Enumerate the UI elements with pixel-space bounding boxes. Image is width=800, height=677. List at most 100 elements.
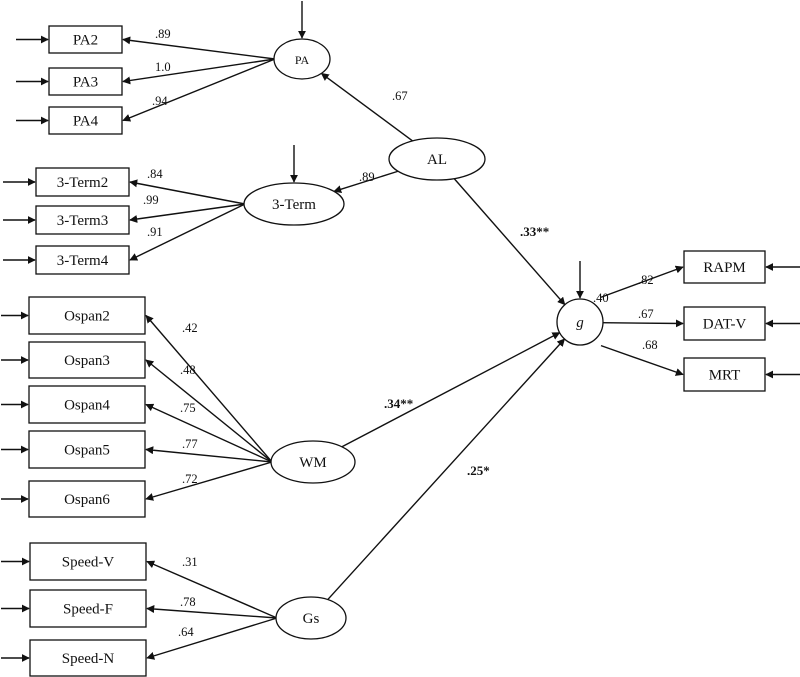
indicator-pa2: PA2 (48, 25, 123, 54)
indicator-label: Speed-F (63, 602, 113, 618)
indicator-mrt: MRT (683, 357, 766, 392)
indicator-box (29, 589, 147, 628)
indicator-box (35, 205, 130, 235)
indicator-label: Ospan6 (64, 492, 110, 508)
factor-label: 3-Term (272, 197, 316, 213)
indicator-label: 3-Term4 (57, 253, 109, 269)
path-wm-to-g (341, 332, 561, 448)
path-value-al-to-pa: .67 (392, 89, 408, 103)
indicator-label: 3-Term3 (57, 213, 108, 229)
path-al-to-3term (333, 170, 399, 194)
loading-arrow-3-term4 (129, 203, 246, 261)
loading-value-mrt: .68 (642, 338, 658, 352)
path-value-al-to-3term: .89 (359, 170, 375, 184)
loading-arrow-ospan5 (145, 446, 273, 463)
loading-value-pa2: .89 (155, 27, 171, 41)
loading-value-speed-v: .31 (182, 555, 198, 569)
path-value-al-to-g: .33** (520, 224, 549, 239)
indicator-label: Ospan4 (64, 398, 110, 414)
indicator-box (35, 167, 130, 197)
loading-arrow-rapm (600, 265, 684, 298)
loading-value-speed-n: .64 (178, 625, 194, 639)
indicator-box (28, 430, 146, 469)
loading-value-ospan2: .42 (182, 321, 198, 335)
loading-arrow-mrt (600, 344, 684, 376)
indicator-box (28, 385, 146, 424)
loading-value-ospan6: .72 (182, 472, 198, 486)
indicator-label: Ospan3 (64, 353, 110, 369)
factor-ellipse (556, 298, 604, 346)
loading-arrow-ospan6 (145, 461, 273, 501)
indicator-label: RAPM (703, 260, 746, 276)
loading-arrow-pa3 (122, 58, 276, 85)
indicator-speed-f: Speed-F (29, 589, 147, 628)
indicator-3-term3: 3-Term3 (35, 205, 130, 235)
loading-value-ospan3: .48 (180, 363, 196, 377)
indicator-label: PA3 (73, 75, 98, 91)
latent-factor-g: g (556, 298, 604, 346)
loading-value-3-term3: .99 (143, 193, 159, 207)
path-value-wm-to-g: .34** (384, 396, 413, 411)
indicator-box (35, 245, 130, 275)
loading-value-3-term2: .84 (147, 167, 163, 181)
factor-ellipse (243, 182, 345, 226)
latent-factor-al: AL (388, 137, 486, 181)
indicator-box (683, 357, 766, 392)
loading-arrow-speed-v (146, 560, 278, 619)
loading-value-ospan5: .77 (182, 437, 198, 451)
indicator-dat-v: DAT-V (683, 306, 766, 341)
indicator-box (28, 480, 146, 518)
factor-label: AL (427, 152, 447, 168)
indicator-box (29, 542, 147, 581)
indicator-label: 3-Term2 (57, 175, 108, 191)
indicator-box (28, 341, 146, 379)
loading-arrow-ospan3 (145, 359, 273, 463)
path-gs-to-g (327, 338, 566, 601)
latent-factor-pa: PA (273, 38, 331, 80)
loading-arrow-ospan4 (145, 403, 273, 463)
indicator-box (48, 67, 123, 96)
indicator-ospan3: Ospan3 (28, 341, 146, 379)
indicator-3-term4: 3-Term4 (35, 245, 130, 275)
path-value-gs-to-g: .25* (467, 463, 490, 478)
factor-ellipse (388, 137, 486, 181)
factor-label: WM (299, 455, 327, 471)
indicator-label: Ospan2 (64, 309, 110, 325)
indicator-ospan2: Ospan2 (28, 296, 146, 335)
indicator-ospan6: Ospan6 (28, 480, 146, 518)
indicator-speed-n: Speed-N (29, 639, 147, 677)
latent-factor-wm: WM (270, 440, 356, 484)
indicator-box (683, 250, 766, 284)
indicator-label: PA4 (73, 114, 99, 130)
loading-arrow-pa4 (122, 58, 276, 122)
indicator-label: Ospan5 (64, 443, 110, 459)
loading-arrow-pa2 (122, 36, 276, 60)
factor-ellipse (273, 38, 331, 80)
loading-arrow-3-term2 (129, 179, 246, 205)
path-al-to-g (453, 178, 566, 306)
loading-value-speed-f: .78 (180, 595, 196, 609)
indicator-box (29, 639, 147, 677)
factor-label: PA (295, 53, 310, 67)
indicator-3-term2: 3-Term2 (35, 167, 130, 197)
g-disturbance-value: .40 (593, 291, 609, 305)
indicator-box (683, 306, 766, 341)
indicator-pa3: PA3 (48, 67, 123, 96)
loading-arrow-dat-v (600, 319, 684, 328)
loading-value-ospan4: .75 (180, 401, 196, 415)
latent-factor-3-term: 3-Term (243, 182, 345, 226)
indicator-box (28, 296, 146, 335)
indicator-box (48, 25, 123, 54)
indicator-label: Speed-V (62, 555, 115, 571)
indicator-label: DAT-V (703, 317, 747, 333)
indicator-speed-v: Speed-V (29, 542, 147, 581)
latent-factor-gs: Gs (275, 596, 347, 640)
loading-arrow-speed-f (146, 605, 278, 619)
indicator-ospan4: Ospan4 (28, 385, 146, 424)
loading-value-dat-v: .67 (638, 307, 654, 321)
factor-ellipse (270, 440, 356, 484)
loading-arrow-speed-n (146, 617, 278, 660)
factor-ellipse (275, 596, 347, 640)
loading-value-rapm: .82 (638, 273, 654, 287)
indicator-ospan5: Ospan5 (28, 430, 146, 469)
